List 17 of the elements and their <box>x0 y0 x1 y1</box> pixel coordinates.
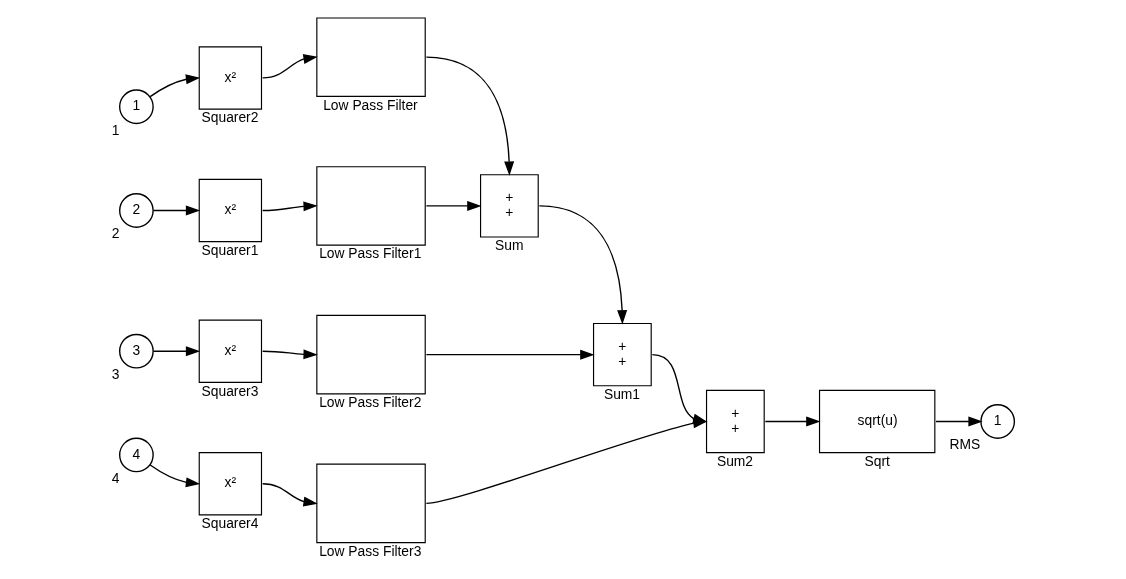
node-label: 3 <box>111 365 120 382</box>
node-label: Low Pass Filter1 <box>319 245 422 262</box>
node-label: Squarer4 <box>201 515 259 532</box>
node-label: 2 <box>111 225 120 242</box>
node-label: Sum2 <box>716 453 754 470</box>
node-label: Squarer3 <box>201 382 259 399</box>
node-label: Low Pass Filter3 <box>319 542 422 559</box>
node-label: Sqrt <box>864 453 890 470</box>
node-label: RMS <box>949 436 981 453</box>
node-label: Sum1 <box>603 386 641 403</box>
node-label: 4 <box>111 469 120 486</box>
node-label: Low Pass Filter2 <box>319 394 422 411</box>
node-label: Low Pass Filter <box>323 96 418 113</box>
node-label: 1 <box>111 121 120 138</box>
node-label: Squarer1 <box>201 242 259 259</box>
node-label: Squarer2 <box>201 109 259 126</box>
node-label: Sum <box>494 237 524 254</box>
